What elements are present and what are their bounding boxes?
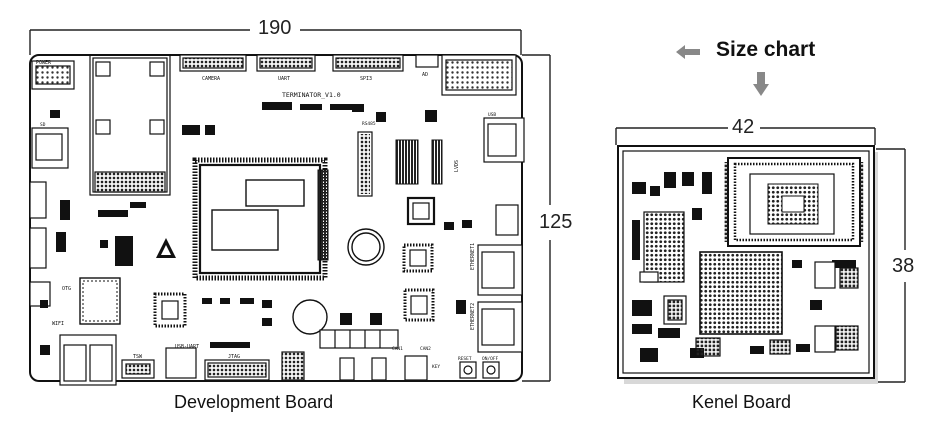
silk-ad: AD [422, 72, 428, 78]
silk-otg: OTG [62, 286, 71, 292]
silk-wifi: WIFI [52, 321, 64, 327]
kernel-dimension-lines [615, 127, 906, 383]
silk-jtag: JTAG [228, 354, 240, 360]
kernel-board-caption: Kenel Board [692, 392, 792, 412]
silk-tsw: TSW [133, 354, 143, 360]
silk-uart: UART [278, 76, 290, 82]
silk-sd: SD [40, 122, 46, 128]
arrow-left-icon [676, 45, 700, 59]
development-board-drawing: POWER CAMERA UART SPI3 AD TERMINATOR_V1.… [29, 29, 551, 386]
silk-board-name: TERMINATOR_V1.0 [282, 91, 341, 99]
width-dimension-line [29, 29, 522, 55]
size-chart-title: Size chart [716, 38, 816, 61]
kernel-board-width-label: 42 [728, 116, 759, 139]
dev-board-caption: Development Board [174, 392, 334, 412]
silk-power: POWER [36, 60, 52, 66]
kernel-board-drawing [600, 100, 920, 390]
silk-ethernet2: ETHERNET2 [470, 303, 476, 330]
silk-onoff: ON/OFF [482, 356, 499, 362]
arrow-down-icon [753, 72, 769, 96]
silk-can2: CAN2 [420, 346, 431, 352]
silk-ethernet1: ETHERNET1 [470, 243, 476, 270]
silk-spi: SPI3 [360, 76, 372, 82]
silk-usb-uart: USB-UART [175, 344, 199, 350]
dev-board-width-label: 190 [254, 17, 296, 40]
silk-can1: CAN1 [392, 346, 403, 352]
kernel-board-svg [615, 127, 906, 384]
dev-board-height-label: 125 [535, 211, 577, 234]
development-board-svg: POWER CAMERA UART SPI3 AD TERMINATOR_V1.… [29, 29, 551, 386]
height-dimension-line [522, 54, 551, 382]
silk-rs485: RS485 [362, 121, 376, 127]
silk-camera: CAMERA [202, 76, 220, 82]
kernel-board-height-label: 38 [888, 255, 919, 278]
silk-lvds: LVDS [454, 160, 460, 172]
silk-usb: USB [488, 112, 496, 118]
silk-key: KEY [432, 364, 440, 370]
silk-reset: RESET [458, 356, 472, 362]
